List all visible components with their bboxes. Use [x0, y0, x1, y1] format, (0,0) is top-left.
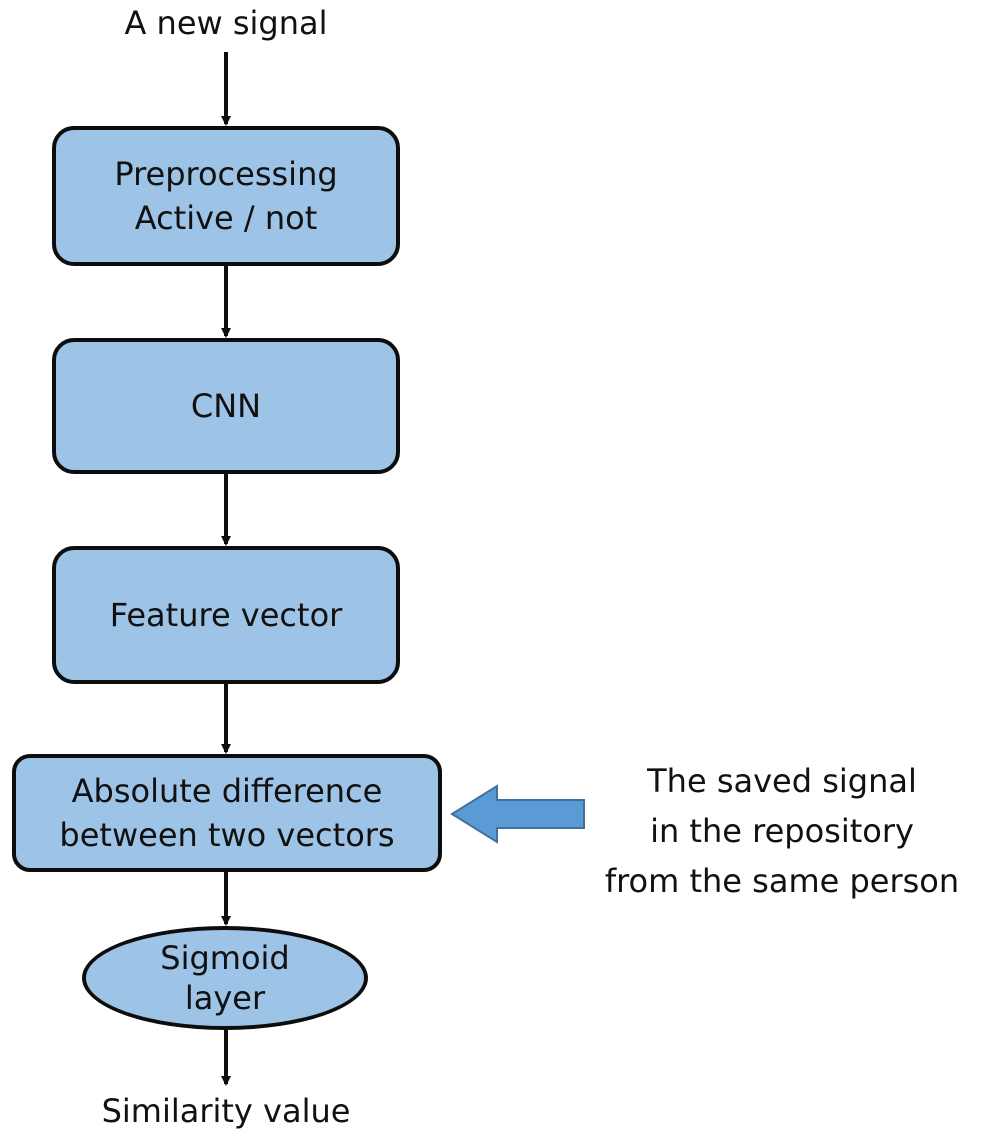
saved-signal-label: The saved signal in the repository from …: [586, 756, 978, 906]
output-label: Similarity value: [101, 1092, 351, 1130]
cnn-label: CNN: [190, 387, 262, 425]
feature-vector-label: Feature vector: [109, 596, 343, 634]
feature-vector-node: Feature vector: [52, 546, 400, 684]
saved-signal-line-2: in the repository: [650, 812, 914, 850]
absolute-difference-line-1: Absolute difference: [71, 772, 383, 810]
side-input-block-arrow: [450, 784, 585, 844]
cnn-node: CNN: [52, 338, 400, 474]
absolute-difference-node: Absolute difference between two vectors: [12, 754, 442, 872]
input-label: A new signal: [124, 4, 328, 42]
preprocessing-node: Preprocessing Active / not: [52, 126, 400, 266]
sigmoid-line-1: Sigmoid: [160, 939, 290, 977]
saved-signal-line-1: The saved signal: [647, 762, 917, 800]
preprocessing-line-2: Active / not: [134, 199, 318, 237]
sigmoid-layer-node: Sigmoid layer: [82, 926, 368, 1030]
sigmoid-line-2: layer: [184, 979, 266, 1017]
preprocessing-line-1: Preprocessing: [114, 155, 338, 193]
absolute-difference-line-2: between two vectors: [59, 816, 395, 854]
saved-signal-line-3: from the same person: [604, 862, 960, 900]
